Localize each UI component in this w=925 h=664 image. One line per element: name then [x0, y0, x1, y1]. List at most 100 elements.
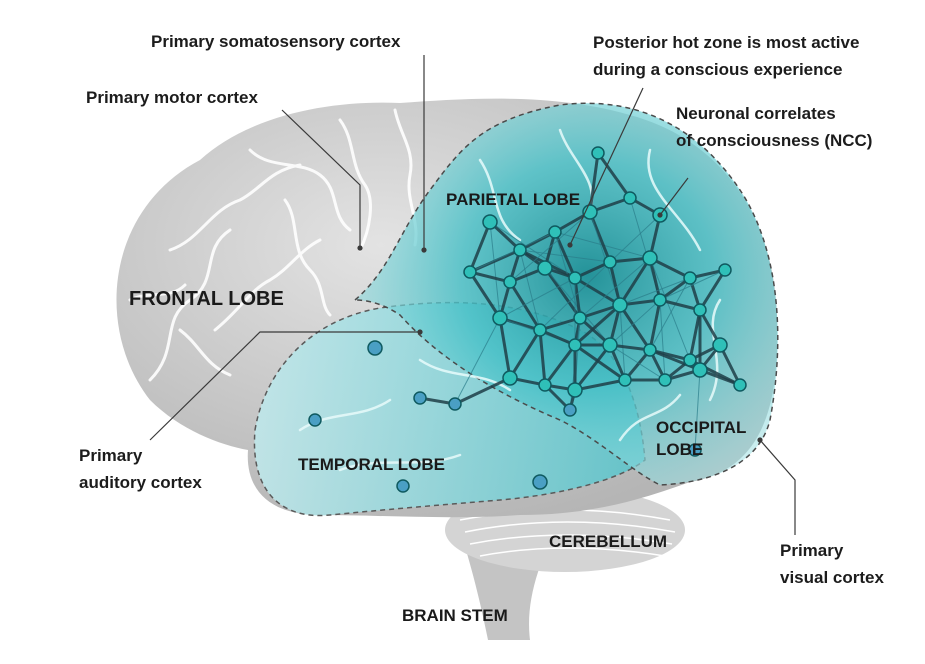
network-connection [579, 257, 651, 319]
network-node [538, 378, 552, 392]
network-node [718, 263, 732, 277]
network-connection [649, 257, 691, 361]
motor-cortex-text: Primary motor cortex [86, 88, 258, 107]
network-node [658, 373, 672, 387]
somatosensory-cortex-text: Primary somatosensory cortex [151, 32, 401, 51]
network-node [513, 243, 527, 257]
network-connection [609, 214, 661, 263]
network-node [618, 373, 632, 387]
network-connection [469, 231, 556, 273]
network-node [653, 293, 667, 307]
cerebellum-label: CEREBELLUM [549, 532, 668, 551]
network-node [413, 391, 427, 405]
ncc-line-2: of consciousness (NCC) [676, 131, 873, 150]
network-node [683, 353, 697, 367]
network-node [503, 275, 517, 289]
network-node [567, 382, 583, 398]
network-connection [609, 299, 661, 346]
network-node [602, 337, 618, 353]
network-connection [688, 309, 702, 361]
ncc-line-1: Neuronal correlates [676, 104, 836, 123]
network-node [532, 474, 548, 490]
ncc-label: Neuronal correlates of consciousness (NC… [676, 100, 872, 154]
network-connection [596, 152, 632, 199]
network-node [463, 265, 477, 279]
network-connection [508, 329, 542, 379]
temporal-lobe-label: TEMPORAL LOBE [298, 455, 446, 474]
network-connection [649, 277, 691, 351]
network-node [712, 337, 728, 353]
network-node [568, 338, 582, 352]
network-connection [489, 221, 501, 319]
callout-leader-lines [149, 55, 796, 535]
network-connection [454, 376, 511, 406]
network-connection [469, 270, 511, 284]
network-connection [509, 211, 591, 283]
network-node [603, 255, 617, 269]
network-node [591, 146, 605, 160]
auditory-line-1: Primary [79, 446, 143, 465]
parietal-lobe-label: PARIETAL LOBE [446, 190, 581, 209]
network-connection [539, 316, 581, 332]
network-connection [489, 221, 576, 279]
network-connection [538, 329, 547, 386]
network-connection [508, 281, 542, 331]
hot-zone-label: Posterior hot zone is most active during… [593, 29, 859, 83]
occipital-lobe-label: OCCIPITAL LOBE [656, 417, 746, 461]
network-node [533, 323, 547, 337]
network-connection [573, 344, 612, 391]
network-node [563, 403, 577, 417]
gyri-lines [128, 108, 418, 382]
network-node [537, 260, 553, 276]
visual-cortex-label: Primary visual cortex [780, 537, 884, 591]
network-node [308, 413, 322, 427]
network-node [693, 303, 707, 317]
network-node [396, 479, 410, 493]
network-node [448, 397, 462, 411]
network-node [683, 271, 697, 285]
network-connection [468, 271, 502, 319]
occipital-line-2: LOBE [656, 440, 704, 459]
network-node [688, 443, 702, 457]
auditory-line-2: auditory cortex [79, 473, 202, 492]
network-connection [543, 344, 577, 386]
network-connection [659, 298, 701, 312]
network-connection [499, 277, 576, 319]
brain-stem-label: BRAIN STEM [402, 606, 508, 625]
occipital-line-1: OCCIPITAL [656, 418, 747, 437]
network-connection [543, 267, 582, 319]
network-node [502, 370, 518, 386]
network-connection [698, 269, 727, 311]
network-connection [659, 299, 666, 381]
network-connection [609, 344, 666, 381]
network-node [623, 191, 637, 205]
network-connection [588, 152, 600, 213]
network-node [492, 310, 508, 326]
network-connection [454, 317, 501, 405]
network-connection [649, 348, 701, 372]
hot-zone-line-2: during a conscious experience [593, 60, 843, 79]
hot-zone-line-1: Posterior hot zone is most active [593, 33, 860, 52]
network-node [482, 214, 498, 230]
network-connection [574, 276, 621, 307]
network-node [733, 378, 747, 392]
network-connection [574, 378, 626, 392]
network-connection [619, 277, 691, 306]
network-connection [618, 304, 652, 351]
network-connection [468, 221, 492, 273]
network-node [692, 362, 708, 378]
network-node [548, 225, 562, 239]
auditory-cortex-label: Primary auditory cortex [79, 442, 202, 496]
colored-sulci [298, 128, 722, 472]
network-node [367, 340, 383, 356]
network-node [573, 311, 587, 325]
visual-line-1: Primary [780, 541, 844, 560]
network-connection [648, 299, 662, 351]
network-connection [618, 257, 652, 306]
network-connection [539, 261, 611, 331]
network-node [642, 250, 658, 266]
somatosensory-cortex-label: Primary somatosensory cortex [151, 28, 400, 55]
visual-line-2: visual cortex [780, 568, 884, 587]
